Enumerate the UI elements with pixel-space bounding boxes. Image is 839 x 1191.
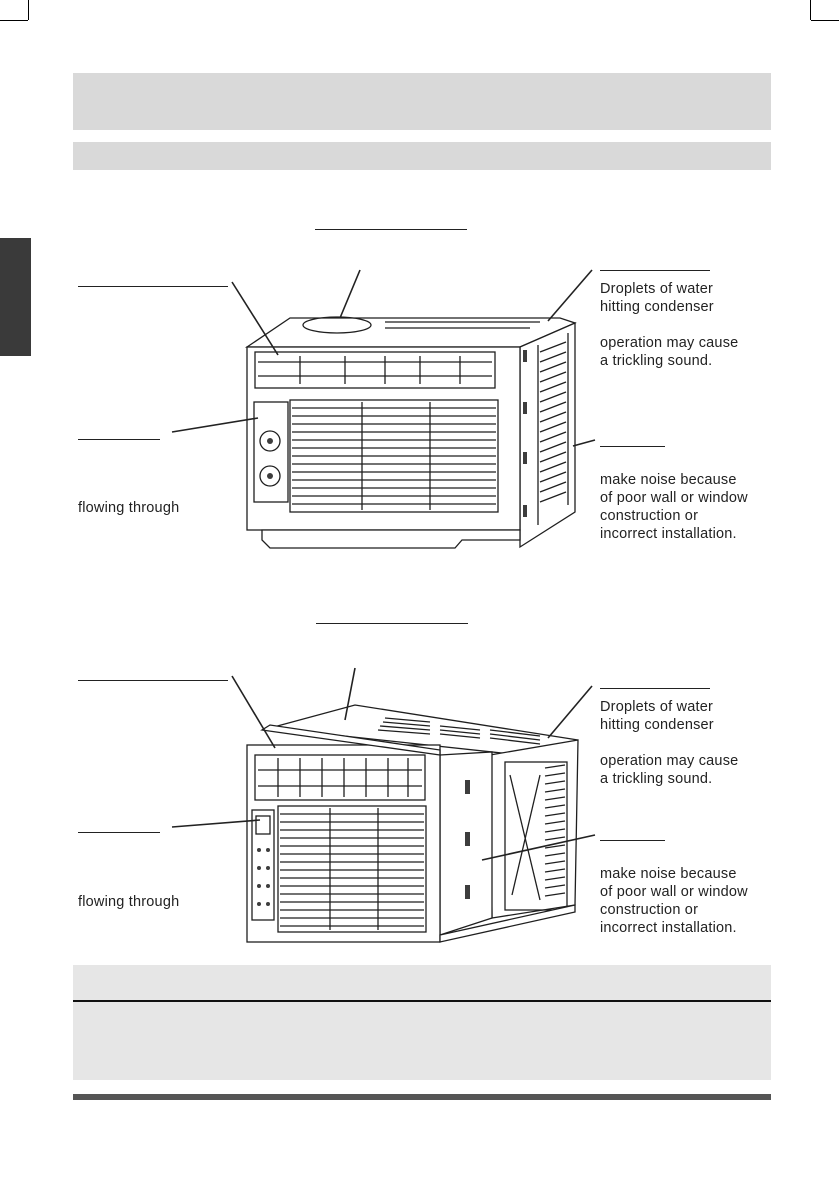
bottom-label-right-lower	[600, 840, 665, 841]
bottom-rule	[73, 1094, 771, 1100]
top-note-right-bottom: make noise because of poor wall or windo…	[600, 472, 748, 542]
top-pointer-fan	[339, 269, 361, 319]
bottom-pointer-condenser	[547, 685, 593, 739]
tip-divider	[73, 1000, 771, 1002]
crop-mark-v	[28, 0, 29, 20]
top-label-left-upper	[78, 286, 228, 287]
bottom-pointer-side	[481, 834, 596, 861]
bottom-label-right-upper	[600, 688, 710, 689]
bottom-label-left-upper	[78, 680, 228, 681]
bottom-note-left-bottom: flowing through	[78, 894, 180, 910]
bottom-pointer-housing	[344, 667, 356, 721]
top-diagram-title-rule	[315, 229, 467, 230]
top-label-right-lower	[600, 446, 665, 447]
top-note-left-bottom: flowing through	[78, 500, 180, 516]
top-pointer-controls	[171, 417, 259, 433]
top-note-right-top: Droplets of water hitting condenser oper…	[600, 281, 739, 369]
window-air-conditioner-digital-controls-icon	[246, 704, 579, 943]
bottom-note-right-top: Droplets of water hitting condenser oper…	[600, 699, 739, 787]
bottom-pointer-louver	[231, 675, 276, 749]
section-subheader	[73, 142, 771, 170]
tip-box	[73, 965, 771, 1080]
top-label-right-upper	[600, 270, 710, 271]
top-pointer-side	[572, 439, 596, 447]
top-label-left-lower	[78, 439, 160, 440]
bottom-note-right-bottom: make noise because of poor wall or windo…	[600, 866, 748, 936]
crop-mark-h	[811, 20, 839, 21]
language-side-tab	[0, 238, 31, 356]
top-pointer-condenser	[547, 269, 593, 322]
bottom-label-left-lower	[78, 832, 160, 833]
bottom-diagram-title-rule	[316, 623, 468, 624]
crop-mark-v	[810, 0, 811, 20]
crop-mark-h	[0, 20, 28, 21]
section-header	[73, 73, 771, 130]
window-air-conditioner-rotary-controls-icon	[244, 316, 577, 549]
bottom-pointer-controls	[171, 819, 261, 828]
top-pointer-louver	[231, 281, 279, 356]
